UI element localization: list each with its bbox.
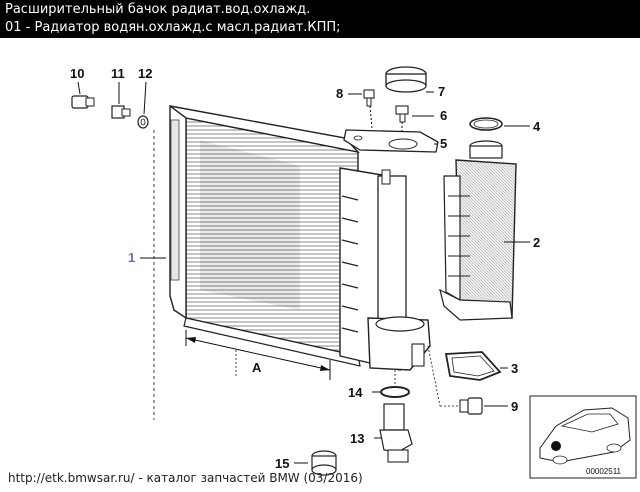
part-15-label[interactable]: 15 (275, 456, 289, 471)
part-5-bracket (343, 129, 439, 153)
part-13-label[interactable]: 13 (350, 431, 364, 446)
part-8-label[interactable]: 8 (336, 86, 343, 101)
part-12-washer (137, 115, 149, 129)
dimension-a: A (185, 330, 331, 380)
engine-bay-marker-icon (551, 441, 561, 451)
part-7-label[interactable]: 7 (438, 84, 445, 99)
part-2-expansion-tank (439, 140, 517, 321)
part-10-plug (71, 95, 95, 109)
part-5-label[interactable]: 5 (440, 136, 447, 151)
part-6-valve (395, 105, 409, 123)
part-9-label[interactable]: 9 (511, 399, 518, 414)
part-12-label[interactable]: 12 (138, 66, 152, 81)
part-11-label[interactable]: 11 (111, 66, 125, 81)
part-15-nut (311, 450, 337, 476)
part-10-label[interactable]: 10 (70, 66, 84, 81)
part-14-oring (380, 386, 410, 398)
footer-source: http://etk.bmwsar.ru/ - каталог запчасте… (8, 471, 363, 485)
diagram-subtitle: 01 - Радиатор водян.охлажд.с масл.радиат… (5, 20, 341, 35)
part-7-cap (385, 66, 427, 93)
part-13-sensor (379, 403, 413, 463)
header-bar: Расширительный бачок радиат.вод.охлажд. … (0, 0, 640, 38)
part-9-screw (459, 397, 483, 415)
part-14-label[interactable]: 14 (348, 385, 363, 400)
part-4-seal (469, 117, 503, 131)
dimension-a-label: A (252, 360, 262, 375)
diagram-title: Расширительный бачок радиат.вод.охлажд. (5, 2, 311, 17)
part-8-bolt (363, 89, 375, 107)
part-11-sensor (111, 105, 131, 119)
part-6-label[interactable]: 6 (440, 108, 447, 123)
vehicle-thumbnail: 00002511 (529, 395, 637, 479)
part-3-label[interactable]: 3 (511, 361, 518, 376)
part-3-gasket (444, 351, 502, 381)
part-4-label[interactable]: 4 (533, 119, 541, 134)
part-1-label[interactable]: 1 (128, 250, 135, 265)
part-1[interactable]: 1 (128, 130, 166, 420)
radiator (169, 104, 431, 371)
part-2-label[interactable]: 2 (533, 235, 540, 250)
thumbnail-code: 00002511 (586, 467, 622, 476)
parts-diagram: A 1 10 11 12 (70, 66, 637, 479)
